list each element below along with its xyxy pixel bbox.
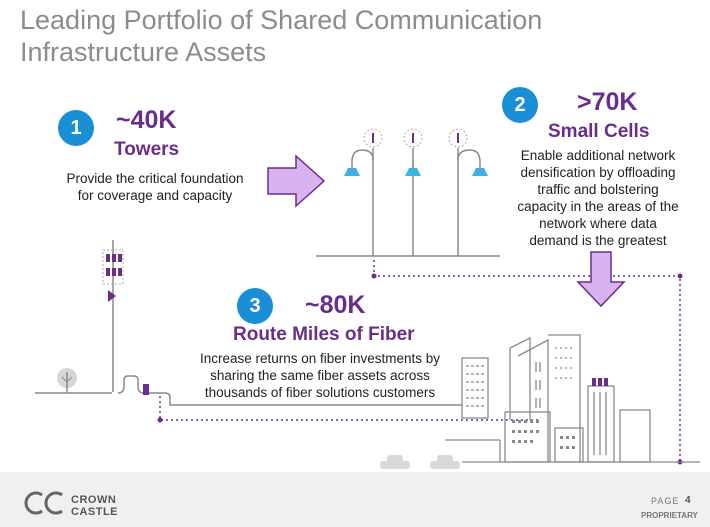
description-line: traffic and bolstering xyxy=(537,182,659,197)
slide-title: Leading Portfolio of Shared Communicatio… xyxy=(20,4,660,68)
arrow-right-icon xyxy=(267,154,326,208)
number-badge-1: 1 xyxy=(58,110,94,146)
towers-stat: ~40K xyxy=(116,106,177,134)
small-cell-pole-icon xyxy=(448,128,488,256)
small-cell-pole-icon xyxy=(344,128,383,256)
tree-icon xyxy=(57,368,77,393)
tower-icon xyxy=(102,240,124,392)
description-line: network where data xyxy=(539,216,657,231)
description-line: for coverage and capacity xyxy=(77,188,233,203)
small-cells-label: Small Cells xyxy=(548,121,650,142)
small-cells-description: Enable additional network densification … xyxy=(500,147,696,249)
page-label: PAGE xyxy=(651,496,680,506)
crown-castle-logo-icon xyxy=(24,491,63,515)
description-line: thousands of fiber solutions customers xyxy=(204,385,436,400)
fiber-label: Route Miles of Fiber xyxy=(233,324,415,345)
number-badge-3: 3 xyxy=(237,288,273,324)
arrow-down-icon xyxy=(576,251,626,308)
description-line: capacity in the areas of the xyxy=(517,199,679,214)
fiber-route-dotted-line xyxy=(373,260,681,462)
company-logo-text: CROWN CASTLE xyxy=(71,494,118,518)
page-number: 4 xyxy=(685,495,691,506)
small-cells-stat: >70K xyxy=(577,88,638,116)
rooftop-antenna-icon xyxy=(592,378,608,386)
number-badge-2: 2 xyxy=(502,87,538,123)
slide-footer xyxy=(0,472,710,527)
description-line: Enable additional network xyxy=(520,148,676,163)
slide-title-line-2: Infrastructure Assets xyxy=(20,37,267,67)
fiber-node-dot xyxy=(677,273,683,279)
fiber-stat: ~80K xyxy=(305,291,366,319)
small-cell-pole-icon xyxy=(403,128,423,256)
fiber-node-dot xyxy=(157,417,163,423)
slide-title-line-1: Leading Portfolio of Shared Communicatio… xyxy=(20,5,543,35)
description-line: Provide the critical foundation xyxy=(66,171,244,186)
fiber-node-dot xyxy=(371,273,377,279)
logo-line-2: CASTLE xyxy=(71,506,118,518)
description-line: densification by offloading xyxy=(520,165,676,180)
car-icon xyxy=(380,455,410,469)
towers-description: Provide the critical foundation for cove… xyxy=(50,170,260,204)
description-line: sharing the same fiber assets across xyxy=(210,368,430,383)
fiber-description: Increase returns on fiber investments by… xyxy=(180,350,460,401)
logo-line-1: CROWN xyxy=(71,494,117,506)
towers-label: Towers xyxy=(114,139,180,160)
equipment-cabinet-icon xyxy=(143,384,149,395)
city-buildings-icon xyxy=(445,334,700,463)
description-line: Increase returns on fiber investments by xyxy=(199,351,441,366)
ground-line xyxy=(35,375,462,406)
description-line: demand is the greatest xyxy=(529,233,667,248)
building-windows-icon xyxy=(512,420,575,449)
proprietary-label: PROPRIETARY xyxy=(641,511,698,520)
car-icon xyxy=(430,455,460,469)
